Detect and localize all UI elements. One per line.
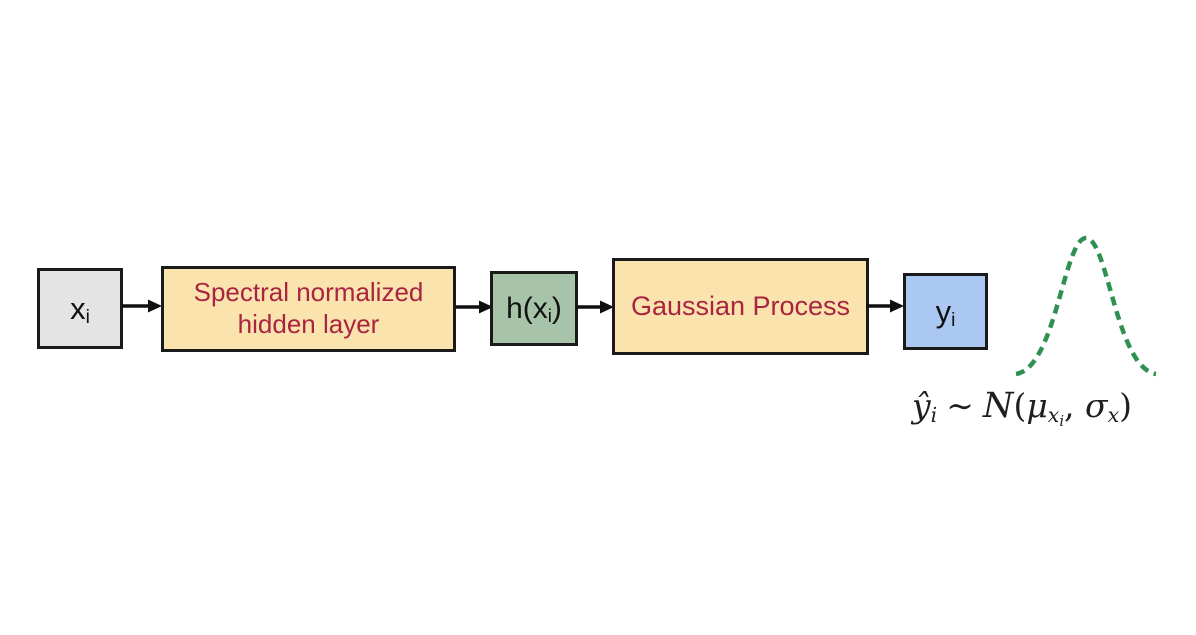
formula-comma: , xyxy=(1064,386,1075,425)
distribution-formula: ŷi∼N(μxi, σx) xyxy=(912,386,1196,431)
hidden-layer-line2: hidden layer xyxy=(237,309,380,339)
formula-yhat: ŷ xyxy=(912,386,931,425)
node-gaussian-process-label: Gaussian Process xyxy=(630,291,851,321)
output-symbol: y xyxy=(935,293,952,329)
hidden-layer-line1: Spectral normalized xyxy=(193,277,424,308)
feature-close-paren: ) xyxy=(551,291,562,325)
node-output-label: yi xyxy=(935,293,956,331)
feature-symbol: h(x xyxy=(506,291,548,325)
feature-subscript: i xyxy=(547,304,552,326)
formula-normal-symbol: N xyxy=(982,386,1014,426)
formula-mu: μ xyxy=(1026,386,1048,425)
arrow-right-icon xyxy=(122,299,162,313)
output-subscript: i xyxy=(951,309,956,331)
formula-mu-subscript: xi xyxy=(1047,403,1065,431)
node-hidden-layer-box: Spectral normalized hidden layer xyxy=(161,266,456,352)
formula-sigma: σ xyxy=(1085,386,1108,425)
node-input-label: xi xyxy=(70,290,90,328)
formula-mu-subsub-i: i xyxy=(1059,413,1065,431)
node-output-box: yi xyxy=(903,273,988,350)
arrow-right-icon xyxy=(576,300,614,314)
formula-open-paren: ( xyxy=(1013,386,1027,425)
formula-mu-sub-x: x xyxy=(1047,403,1060,428)
node-feature-box: h(xi) xyxy=(490,271,578,346)
node-feature-label: h(xi) xyxy=(506,292,562,326)
node-gaussian-process-box: Gaussian Process xyxy=(612,258,869,355)
formula-sigma-subscript: x xyxy=(1107,403,1120,428)
arrow-right-icon xyxy=(455,300,493,314)
input-subscript: i xyxy=(85,306,90,328)
input-symbol: x xyxy=(70,290,86,326)
node-hidden-layer-label: Spectral normalized hidden layer xyxy=(194,277,424,340)
formula-close-paren: ) xyxy=(1119,386,1132,425)
gaussian-curve-icon xyxy=(1015,235,1157,377)
formula-yhat-subscript: i xyxy=(930,403,938,428)
formula-tilde-operator: ∼ xyxy=(946,386,974,425)
node-input-box: xi xyxy=(37,268,123,349)
arrow-right-icon xyxy=(866,299,904,313)
